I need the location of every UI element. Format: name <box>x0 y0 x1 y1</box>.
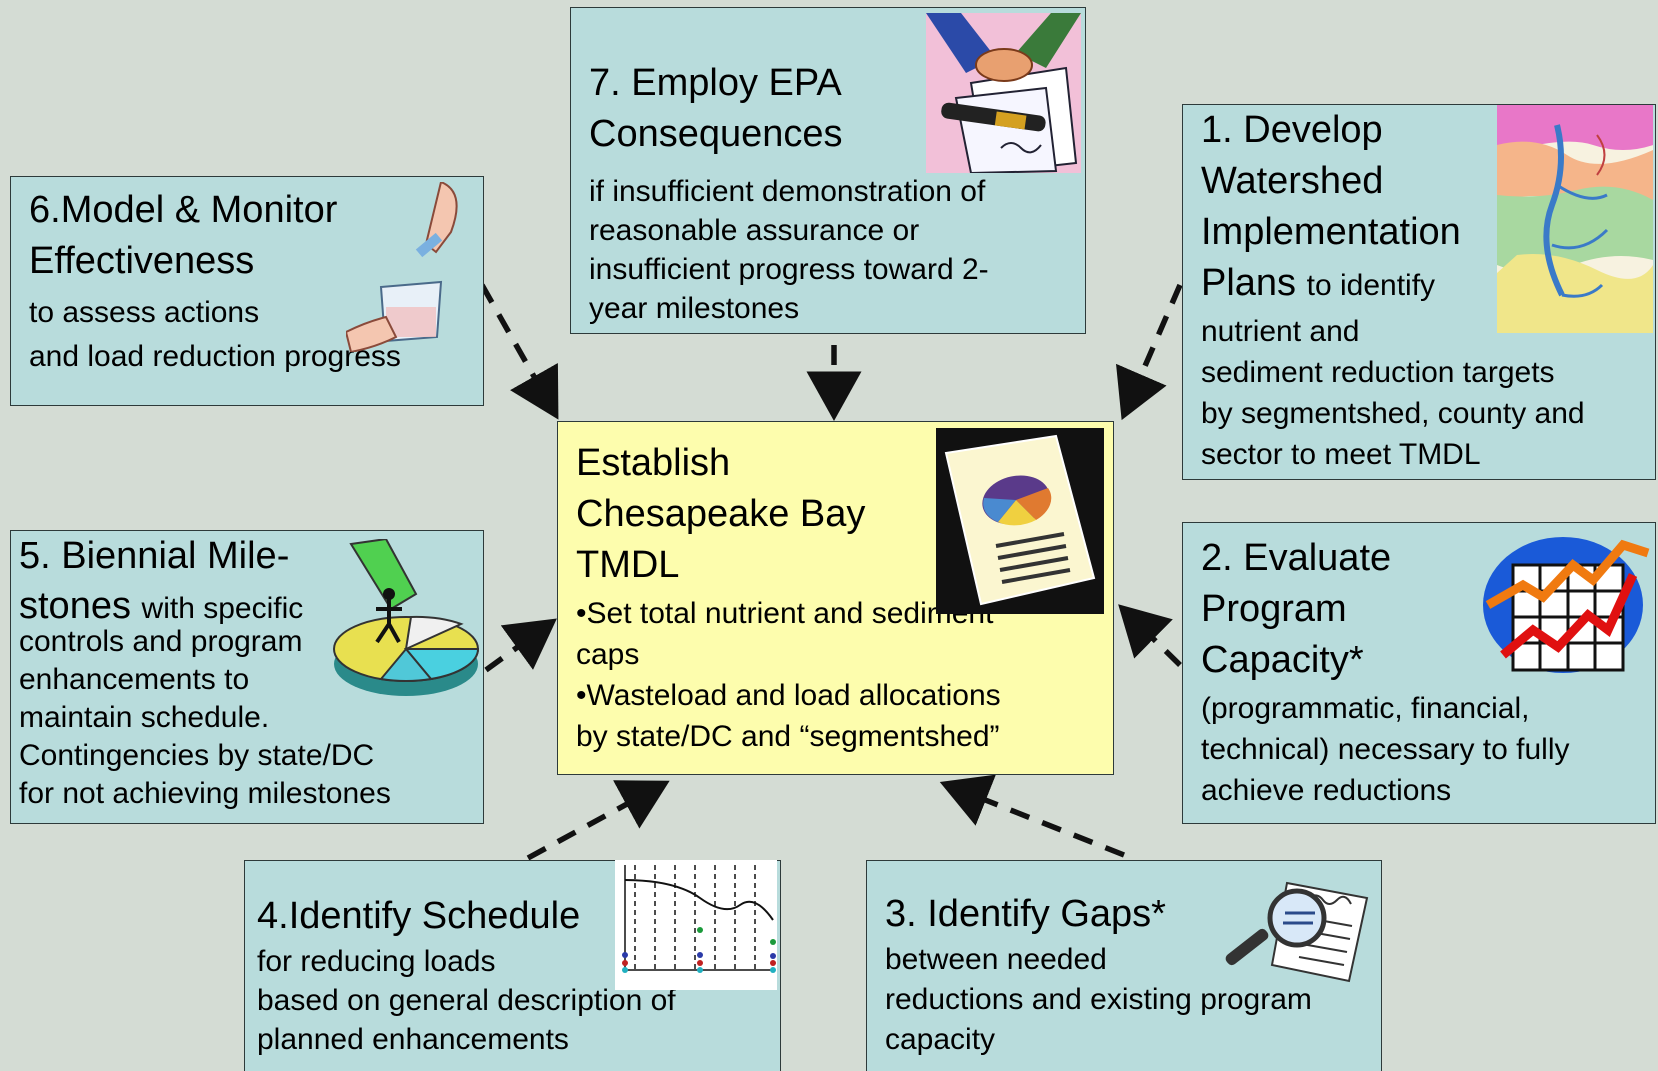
center-bullet: •Wasteload and load allocations <box>576 679 1001 712</box>
watershed-map-icon <box>1497 105 1653 333</box>
step7-description: if insufficient demonstration of reasona… <box>589 175 989 325</box>
step1-inline-description: to identify <box>1306 269 1436 302</box>
step5-inline-description: with specific <box>141 592 304 625</box>
step7-title: 7. Employ EPA Consequences <box>589 62 843 155</box>
step5-description: controls and program enhancements to mai… <box>19 625 391 810</box>
step3-description: between needed reductions and existing p… <box>885 943 1312 1056</box>
arrow-step5 <box>484 618 557 673</box>
center-title: Establish Chesapeake Bay TMDL <box>576 442 866 586</box>
step6-description: to assess actions and load reduction pro… <box>29 296 401 373</box>
step5-box: 5. Biennial Mile- stones with specific c… <box>10 530 484 824</box>
magnifying-glass-icon <box>1225 881 1369 983</box>
step2-description: (programmatic, financial, technical) nec… <box>1201 692 1570 807</box>
step1-title: 1. Develop Watershed Implementation Plan… <box>1201 109 1461 304</box>
center-box: Establish Chesapeake Bay TMDL •Set total… <box>557 421 1114 775</box>
step6-box: 6.Model & Monitor Effectiveness to asses… <box>10 176 484 406</box>
step1-description: nutrient and sediment reduction targets … <box>1201 315 1585 471</box>
arrow-step1 <box>1116 283 1183 421</box>
step6-title: 6.Model & Monitor Effectiveness <box>29 189 338 282</box>
center-bullets: •Set total nutrient and sediment caps •W… <box>576 593 1095 757</box>
step3-title: 3. Identify Gaps* <box>885 893 1166 935</box>
arrow-step4 <box>526 780 670 861</box>
step3-box: 3. Identify Gaps* between needed reducti… <box>866 860 1382 1071</box>
step4-title: 4.Identify Schedule <box>257 895 581 937</box>
handshake-contract-icon <box>926 13 1081 173</box>
center-bullet: •Set total nutrient and sediment <box>576 597 994 630</box>
arrow-step2 <box>1118 604 1182 667</box>
step2-title: 2. Evaluate Program Capacity* <box>1201 537 1392 681</box>
step4-description: for reducing loads based on general desc… <box>257 945 676 1056</box>
step2-box: 2. Evaluate Program Capacity* (programma… <box>1182 522 1656 824</box>
step7-box: 7. Employ EPA Consequences if insufficie… <box>570 7 1086 334</box>
pie-chart-climber-icon <box>333 539 480 696</box>
arrow-step3 <box>939 774 1126 858</box>
pie-chart-document-icon <box>936 428 1104 614</box>
lab-beaker-hands-icon <box>346 182 458 352</box>
step5-title: 5. Biennial Mile- stones with specific <box>19 535 304 627</box>
step4-box: 4.Identify Schedule for reducing loads b… <box>244 860 781 1071</box>
arrow-step6 <box>479 283 559 420</box>
rising-graph-icon <box>1483 537 1650 673</box>
schedule-chart-icon <box>615 860 777 990</box>
step1-box: 1. Develop Watershed Implementation Plan… <box>1182 104 1656 480</box>
